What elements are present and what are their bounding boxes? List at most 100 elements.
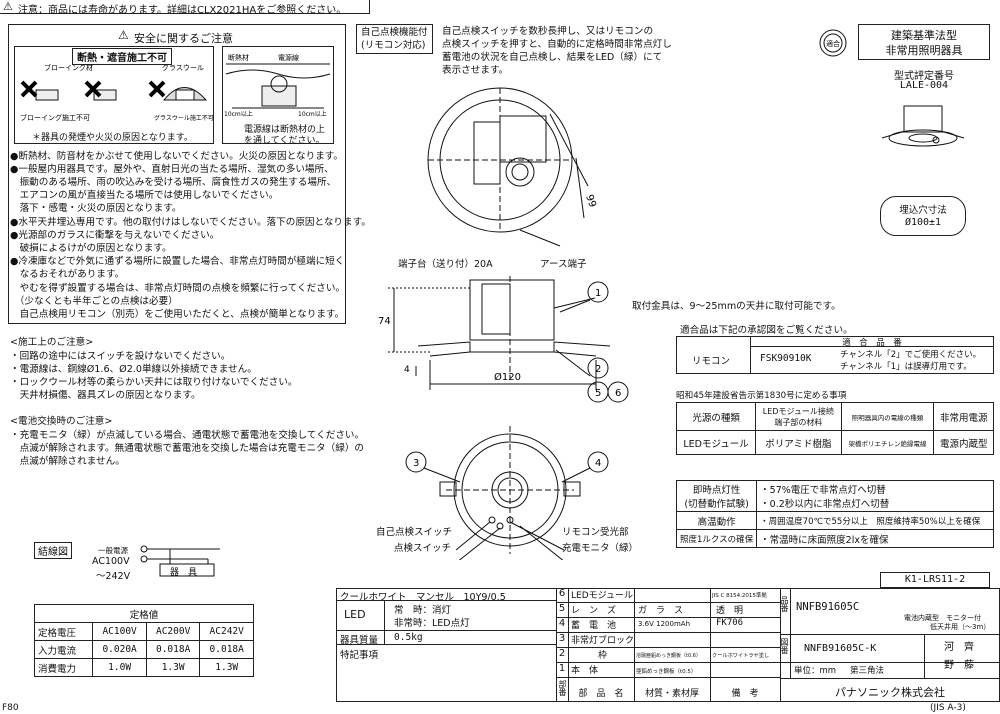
perf-r3-value: ・常温時に床面照度2lxを確保 bbox=[756, 529, 994, 548]
wiring-source-1: 一般電源 bbox=[98, 546, 128, 555]
construction-title: <施工上のご注意> bbox=[10, 337, 94, 348]
rating-cell: 0.018A bbox=[199, 640, 254, 659]
label-10cm-a: 10cm以上 bbox=[224, 110, 253, 118]
standard-title-1: 建築基準法型 bbox=[891, 29, 957, 42]
notice45-h2a: LEDモジュール接続 bbox=[762, 406, 834, 416]
tb-desc-2: 低天井用（～3m） bbox=[930, 623, 991, 631]
safety-line-4: 落下・感電・火災の原因となります。 bbox=[10, 203, 182, 214]
tb-zu-label: 図番 bbox=[780, 638, 789, 654]
part-material: 3.6V 1200mAh bbox=[638, 620, 691, 628]
compat-intro: 適合品は下記の承認図をご覧ください。 bbox=[680, 325, 853, 336]
tb-hline bbox=[780, 662, 1000, 663]
notice45-h2: LEDモジュール接続端子部の材料 bbox=[755, 402, 842, 431]
parts-row: 2 枠 溶融亜鉛めっき鋼板（t0.6） クールホワイトラヤ塗し bbox=[556, 648, 780, 663]
rating-cell: AC242V bbox=[199, 622, 254, 641]
selfcheck-line-3: 表示させます。 bbox=[442, 65, 509, 76]
label-glasswool-ng: グラスウール施工不可 bbox=[154, 114, 214, 122]
compat-header: 適 合 品 番 bbox=[842, 338, 902, 348]
drawing-code-box bbox=[880, 572, 990, 588]
rating-cell: 0.018A bbox=[145, 640, 201, 659]
standard-title-2: 非常用照明器具 bbox=[885, 44, 963, 57]
rating-cell: 1.3W bbox=[199, 658, 254, 677]
label-remote-receiver: リモコン受光部 bbox=[562, 527, 629, 538]
label-earth: アース端子 bbox=[540, 259, 587, 270]
part-no: 1 bbox=[558, 663, 566, 674]
parts-header: 部番 部 品 名 材質・素材厚 備 考 bbox=[556, 678, 780, 707]
tb-desc-1: 電池内蔵型 モニター付 bbox=[904, 614, 981, 622]
label-blowing-ng: ブローイング施工不可 bbox=[20, 113, 90, 122]
rating-cell: 入力電流 bbox=[33, 640, 94, 659]
label-dannetsu: 断熱材 bbox=[228, 53, 249, 62]
notice45-h2b: 端子部の材料 bbox=[774, 417, 823, 427]
model-label: 型式評定番号 bbox=[894, 71, 954, 82]
tb-zuban: NNFB91605C-K bbox=[804, 643, 877, 654]
model-number: LALE-004 bbox=[899, 80, 949, 91]
safety-line-6: ●光源部のガラスに衝撃を与えないでください。 bbox=[10, 230, 220, 241]
tb-hinban: NNFB91605C bbox=[796, 601, 860, 613]
insulation-illustration-box bbox=[14, 46, 214, 144]
safety-line-10: やむを得ず設置する場合は、非常点灯時間の点検を頻繁に行ってください。 bbox=[10, 283, 346, 294]
tb-vline bbox=[568, 588, 569, 702]
tb-notes: 特記事項 bbox=[340, 650, 379, 661]
parts-header-name: 部 品 名 bbox=[578, 689, 624, 699]
label-charge-monitor: 充電モニタ（緑） bbox=[562, 543, 639, 554]
notice45-table: 光源の種類 LEDモジュール接続端子部の材料 照明器具内の電線の種類 非常用電源… bbox=[675, 402, 994, 455]
parts-header-material: 材質・素材厚 bbox=[644, 689, 699, 699]
balloon-4: 4 bbox=[595, 458, 601, 469]
compat-divider bbox=[750, 336, 751, 374]
perf-r1-val-b: ・0.2秒以内に非常点灯へ切替 bbox=[760, 499, 890, 510]
safety-line-2: 振動のある場所、雨の吹込みを受ける場所、腐食性ガスの発生する場所、 bbox=[10, 177, 337, 188]
perf-r2-value: ・周囲温度70℃で55分以上 照度維持率50%以上を確保 bbox=[756, 511, 994, 530]
tb-mass-value: 0.5kg bbox=[394, 632, 423, 643]
notice45-h4: 非常用電源 bbox=[933, 402, 994, 431]
dim-4: 4 bbox=[404, 365, 410, 375]
part-name: 枠 bbox=[597, 651, 607, 661]
part-name: レ ン ズ bbox=[571, 606, 617, 616]
compat-table bbox=[676, 336, 994, 374]
label-check-switch: 点検スイッチ bbox=[394, 543, 452, 554]
cable-note-1: 電源線は断熱材の上 bbox=[244, 125, 326, 135]
perf-r1-label-b: (切替動作試験) bbox=[684, 499, 749, 510]
part-name: LEDモジュール bbox=[571, 591, 634, 601]
insulation-banner: 断熱・遮音施工不可 bbox=[72, 48, 172, 65]
notice45-v1: LEDモジュール bbox=[675, 430, 757, 455]
wiring-source-3: ～242V bbox=[96, 571, 131, 582]
cutout-label: 埋込穴寸法 bbox=[899, 205, 947, 216]
selfcheck-line-2: 蓄電池の状況を自己点検し、結果をLED（緑）にて bbox=[442, 52, 663, 63]
performance-table: 即時点灯性 (切替動作試験) ・57%電圧で非常点灯へ切替・0.2秒以内に非常点灯… bbox=[675, 480, 994, 548]
perf-r1-value: ・57%電圧で非常点灯へ切替・0.2秒以内に非常点灯へ切替 bbox=[756, 480, 994, 512]
tb-emergency: 非常時：LED点灯 bbox=[394, 618, 470, 629]
rating-cell: AC100V bbox=[92, 622, 147, 641]
safety-line-1: ●一般屋内用器具です。屋外や、直射日光の当たる場所、湿気の多い場所、 bbox=[10, 164, 334, 175]
tb-led: LED bbox=[344, 608, 366, 621]
dim-99: 99 bbox=[583, 193, 598, 209]
tb-hline bbox=[336, 630, 556, 631]
cable-illustration-box bbox=[222, 46, 334, 144]
safety-line-7: 破損によるけがの原因となります。 bbox=[10, 243, 172, 254]
tb-vline bbox=[790, 588, 791, 678]
selfcheck-tag-1: 自己点検機能付 bbox=[361, 27, 428, 38]
approval-seal: 適合 bbox=[819, 29, 847, 57]
wiring-diagram bbox=[140, 545, 220, 577]
tb-sign-2: 野 藤 bbox=[944, 660, 974, 671]
part-name: 非常灯ブロック bbox=[571, 636, 635, 646]
tb-hline bbox=[336, 600, 556, 601]
tb-normal: 常 時：消灯 bbox=[394, 605, 452, 616]
part-spec: JIS C 8154:2015準拠 bbox=[712, 593, 767, 599]
cable-illustration: 断熱材 電源線 10cm以上 10cm以上 bbox=[224, 53, 331, 118]
construction-line-2: ・ロックウール材等の柔らかい天井には取り付けないでください。 bbox=[10, 377, 298, 388]
label-10cm-b: 10cm以上 bbox=[298, 110, 327, 118]
tb-hline bbox=[336, 644, 556, 645]
standard-box bbox=[858, 24, 990, 60]
rating-cell: 0.020A bbox=[92, 640, 147, 659]
tb-angle: 第三角法 bbox=[850, 666, 885, 676]
part-no: 3 bbox=[558, 633, 566, 644]
label-selfcheck-switch: 自己点検スイッチ bbox=[376, 527, 453, 538]
balloon-2: 2 bbox=[595, 364, 601, 375]
perf-r1-label-a: 即時点灯性 bbox=[692, 485, 741, 496]
mount-note: 取付金具は、9～25mmの天井に取付可能です。 bbox=[632, 301, 841, 312]
battery-line-0: ・充電モニタ（緑）が点滅している場合、通電状態で蓄電池を交換してください。 bbox=[10, 430, 365, 441]
top-notice-box bbox=[0, 0, 370, 14]
tb-vline bbox=[384, 600, 385, 644]
svg-text:適合: 適合 bbox=[826, 39, 840, 48]
